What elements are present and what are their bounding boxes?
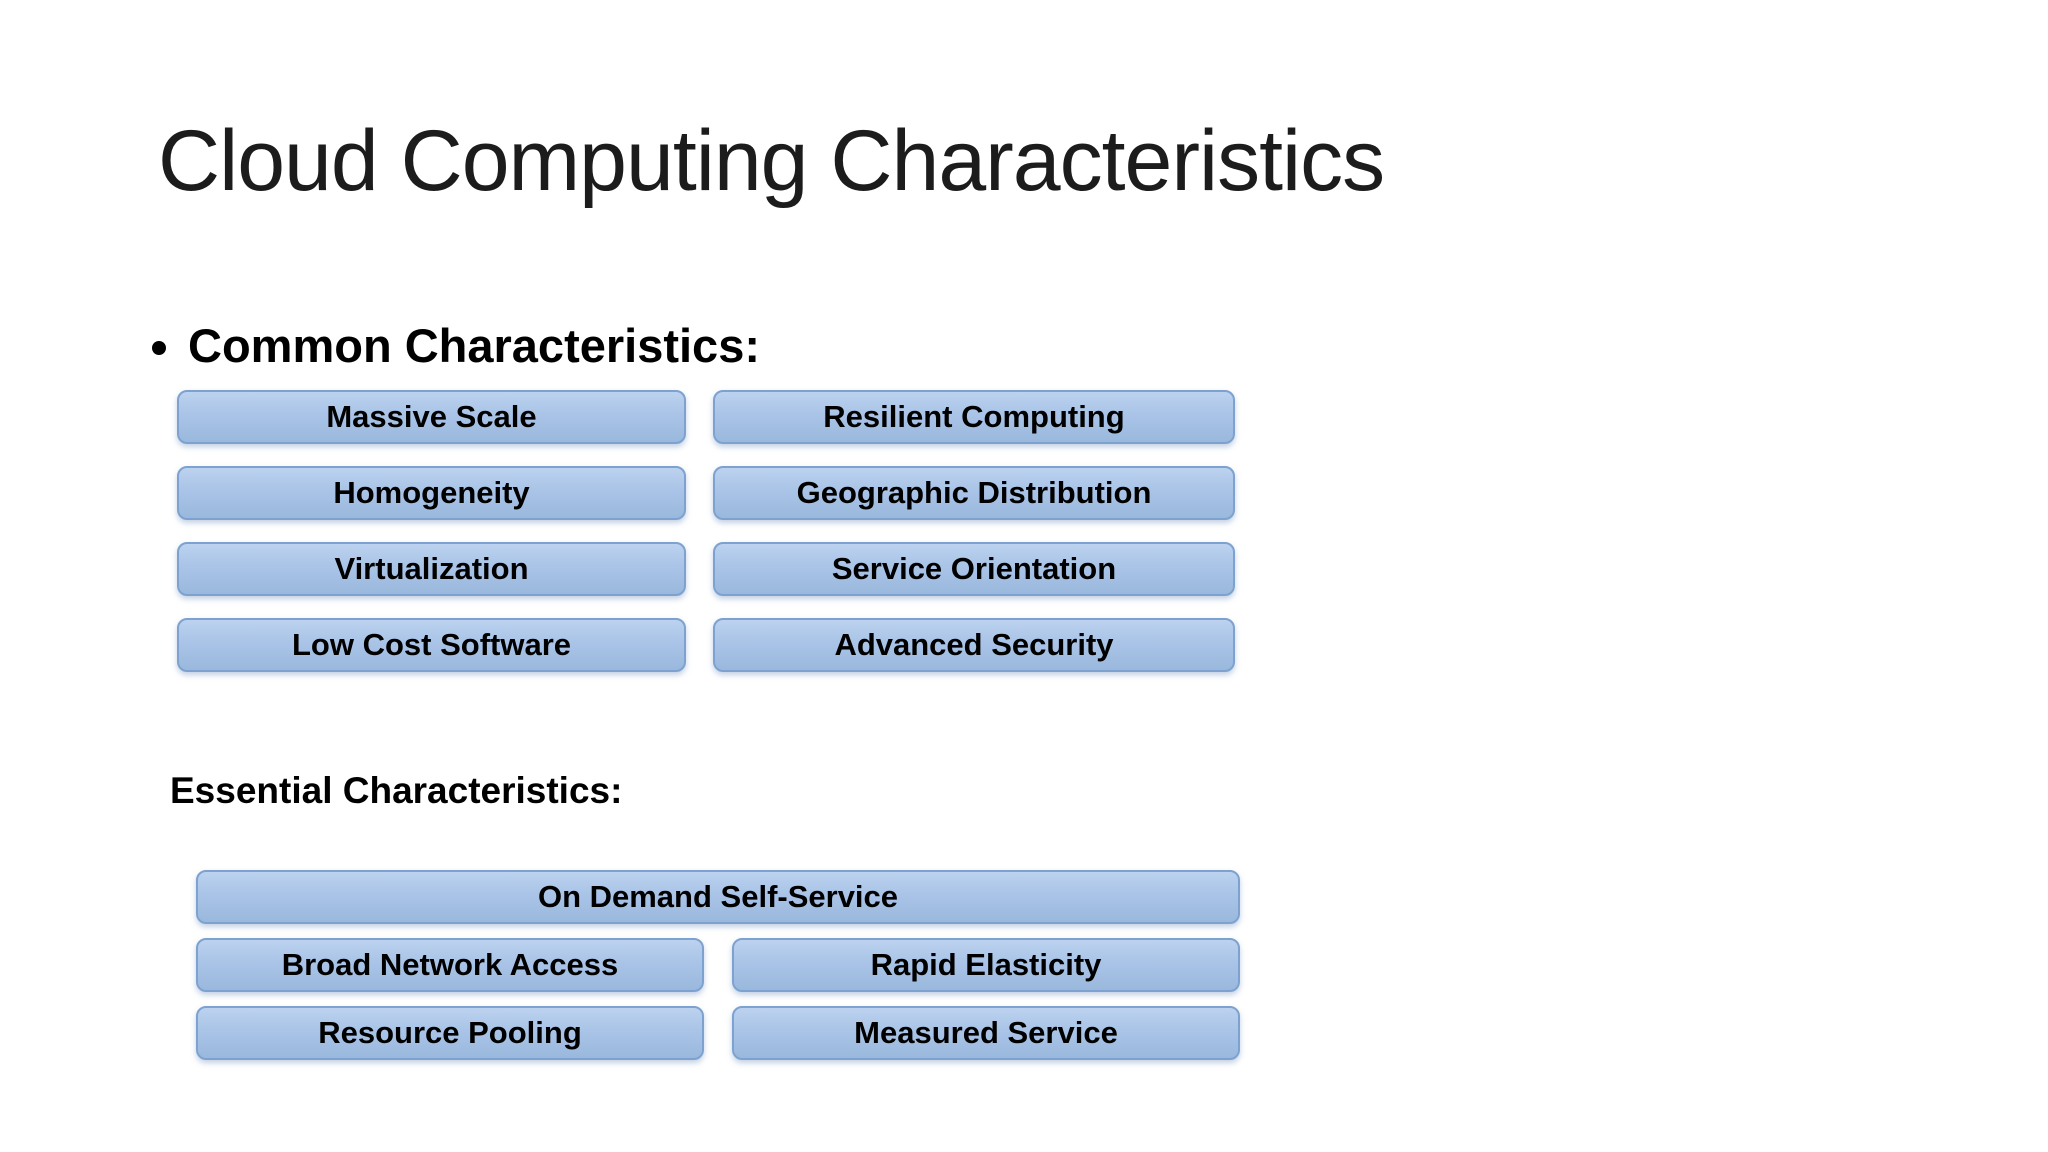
item-resource-pooling: Resource Pooling	[196, 1006, 704, 1060]
item-virtualization: Virtualization	[177, 542, 686, 596]
essential-characteristics-grid: On Demand Self-Service Broad Network Acc…	[196, 870, 1240, 1060]
item-service-orientation: Service Orientation	[713, 542, 1235, 596]
item-rapid-elasticity: Rapid Elasticity	[732, 938, 1240, 992]
item-on-demand-self-service: On Demand Self-Service	[196, 870, 1240, 924]
item-geographic-distribution: Geographic Distribution	[713, 466, 1235, 520]
common-characteristics-grid: Massive Scale Resilient Computing Homoge…	[177, 390, 1235, 672]
item-massive-scale: Massive Scale	[177, 390, 686, 444]
item-low-cost-software: Low Cost Software	[177, 618, 686, 672]
bullet-icon	[152, 340, 166, 355]
item-resilient-computing: Resilient Computing	[713, 390, 1235, 444]
common-section-heading: Common Characteristics:	[152, 318, 760, 373]
slide-title: Cloud Computing Characteristics	[158, 113, 1385, 209]
item-homogeneity: Homogeneity	[177, 466, 686, 520]
item-advanced-security: Advanced Security	[713, 618, 1235, 672]
item-measured-service: Measured Service	[732, 1006, 1240, 1060]
essential-heading-label: Essential Characteristics:	[170, 770, 623, 811]
item-broad-network-access: Broad Network Access	[196, 938, 704, 992]
common-heading-label: Common Characteristics:	[188, 319, 760, 372]
